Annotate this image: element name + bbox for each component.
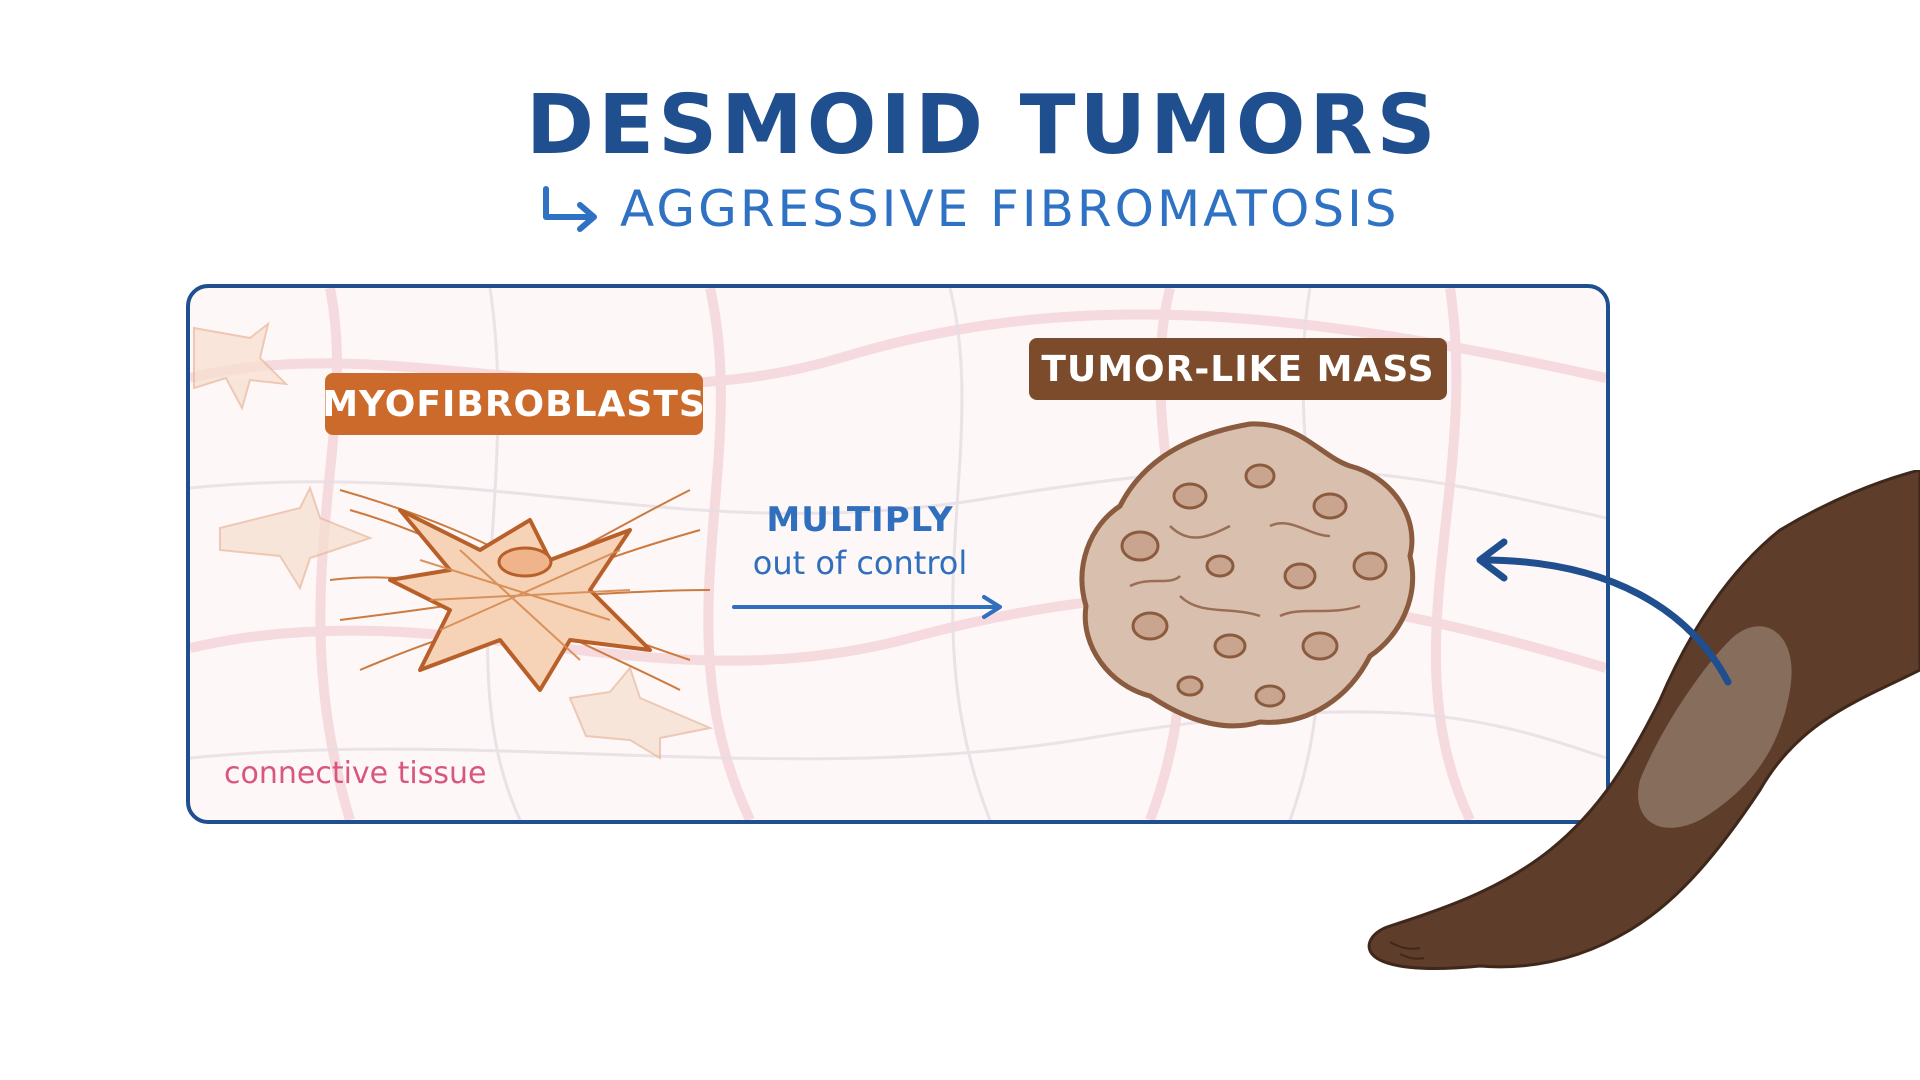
multiply-label: MULTIPLY [766, 500, 954, 540]
out-of-control-label: out of control [752, 544, 968, 582]
subtitle-row: AGGRESSIVE FIBROMATOSIS [540, 180, 1400, 238]
connective-tissue-background [190, 288, 1606, 820]
myofibroblast-cell-icon [330, 489, 710, 692]
tumor-mass-icon [1079, 421, 1416, 729]
connective-tissue-label: connective tissue [224, 756, 487, 791]
right-arrow-icon [732, 595, 1002, 619]
multiply-annotation: MULTIPLY out of control [740, 500, 980, 582]
return-arrow-icon [543, 186, 597, 232]
page-title: DESMOID TUMORS [526, 78, 1440, 173]
myofibroblasts-label: MYOFIBROBLASTS [322, 373, 705, 435]
page-subtitle: AGGRESSIVE FIBROMATOSIS [620, 180, 1400, 238]
curved-arrow-icon [1476, 538, 1732, 686]
tumor-mass-label: TUMOR-LIKE MASS [1029, 338, 1447, 400]
leg-illustration [1367, 470, 1920, 970]
